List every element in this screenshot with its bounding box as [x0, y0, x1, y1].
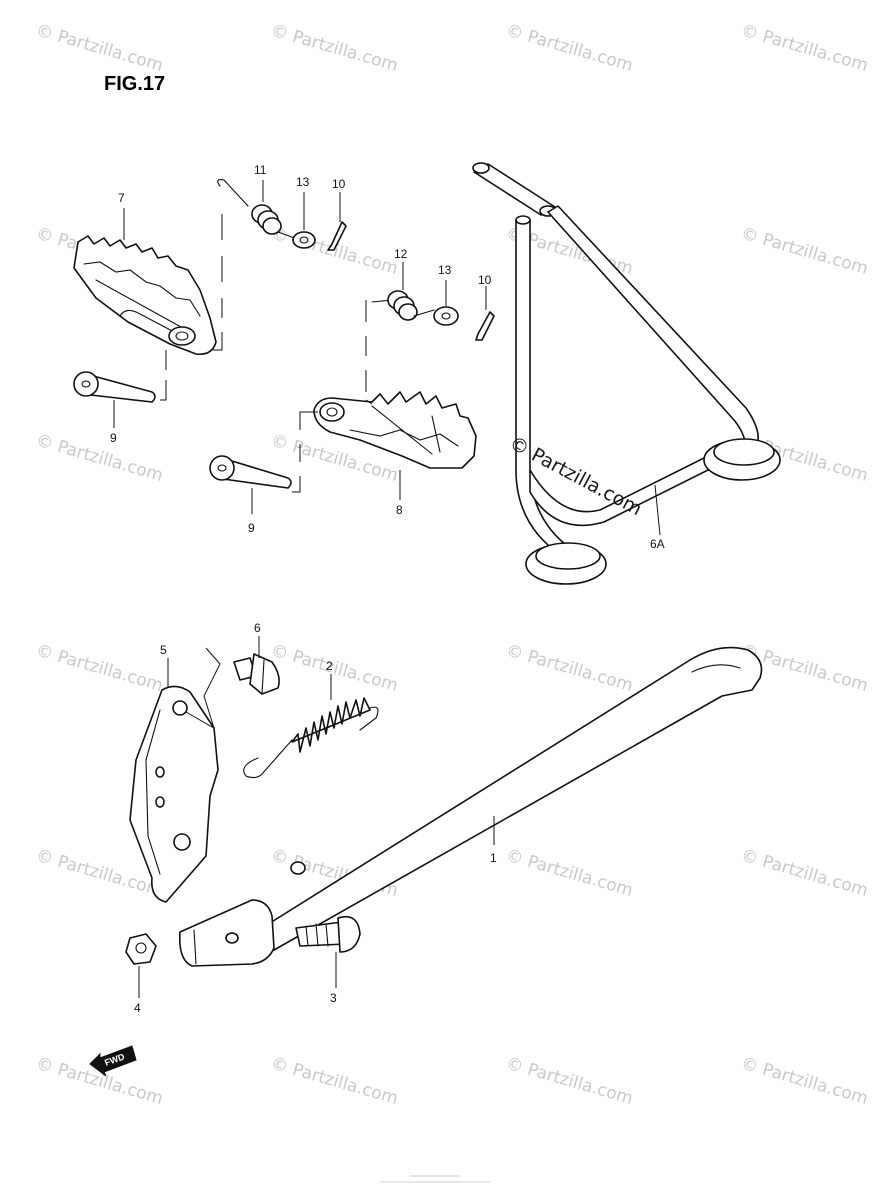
watermark: © Partzilla.com	[504, 846, 636, 901]
callout-6: 6	[254, 621, 261, 635]
watermark: © Partzilla.com	[739, 224, 871, 279]
watermark-layer: © Partzilla.com © Partzilla.com © Partzi…	[34, 21, 871, 1109]
assembly-line-upper	[212, 214, 223, 351]
part-6-bolt[interactable]	[233, 636, 280, 695]
part-10-cotter-pin-lower[interactable]	[475, 286, 495, 341]
figure-title: FIG.17	[104, 73, 165, 95]
callout-4: 4	[134, 1001, 141, 1015]
part-13-washer-lower[interactable]	[433, 280, 459, 326]
part-10-cotter-pin-upper[interactable]	[327, 192, 347, 251]
callout-7: 7	[118, 191, 125, 205]
callout-3: 3	[330, 991, 337, 1005]
part-12-spring[interactable]	[371, 262, 435, 321]
callout-5: 5	[160, 643, 167, 657]
watermark: © Partzilla.com	[504, 641, 636, 696]
callout-6a: 6A	[650, 537, 665, 551]
watermark: © Partzilla.com	[269, 641, 401, 696]
watermark: © Partzilla.com	[739, 1054, 871, 1109]
callout-11: 11	[254, 163, 267, 177]
part-1-side-stand[interactable]	[178, 646, 763, 967]
callout-1: 1	[490, 851, 497, 865]
part-2-spring[interactable]	[243, 674, 379, 779]
assembly-line-bracket	[185, 647, 221, 730]
callout-2: 2	[326, 659, 333, 673]
callout-10b: 10	[478, 273, 492, 287]
watermark: © Partzilla.com	[504, 21, 636, 76]
footer-fine-print	[380, 1175, 490, 1183]
callout-9b: 9	[248, 521, 255, 535]
fwd-arrow-icon: FWD	[89, 1045, 137, 1077]
watermark: © Partzilla.com	[269, 21, 401, 76]
watermark: © Partzilla.com	[34, 641, 166, 696]
callout-9a: 9	[110, 431, 117, 445]
part-8-right-footpeg[interactable]	[313, 391, 477, 500]
part-5-bracket[interactable]	[129, 658, 219, 903]
watermark: © Partzilla.com	[269, 1054, 401, 1109]
watermark: © Partzilla.com	[739, 21, 871, 76]
watermark: © Partzilla.com	[34, 431, 166, 486]
callout-10a: 10	[332, 177, 346, 191]
part-11-spring[interactable]	[217, 179, 301, 241]
part-4-nut[interactable]	[125, 933, 157, 998]
part-9-pin-lower[interactable]	[209, 455, 292, 514]
part-7-left-footpeg[interactable]	[73, 208, 217, 356]
part-9-pin-upper[interactable]	[73, 350, 167, 428]
watermark: © Partzilla.com	[269, 224, 401, 279]
callout-8: 8	[396, 503, 403, 517]
callout-13b: 13	[438, 263, 452, 277]
assembly-line-pin	[292, 411, 318, 493]
part-6a-center-stand[interactable]	[472, 162, 781, 585]
part-13-washer-upper[interactable]	[292, 192, 316, 249]
callout-12: 12	[394, 247, 408, 261]
assembly-line-middle	[365, 300, 373, 405]
part-3-bolt[interactable]	[295, 915, 361, 988]
watermark: © Partzilla.com	[739, 846, 871, 901]
callout-13a: 13	[296, 175, 310, 189]
watermark: © Partzilla.com	[504, 1054, 636, 1109]
watermark: © Partzilla.com	[34, 21, 166, 76]
